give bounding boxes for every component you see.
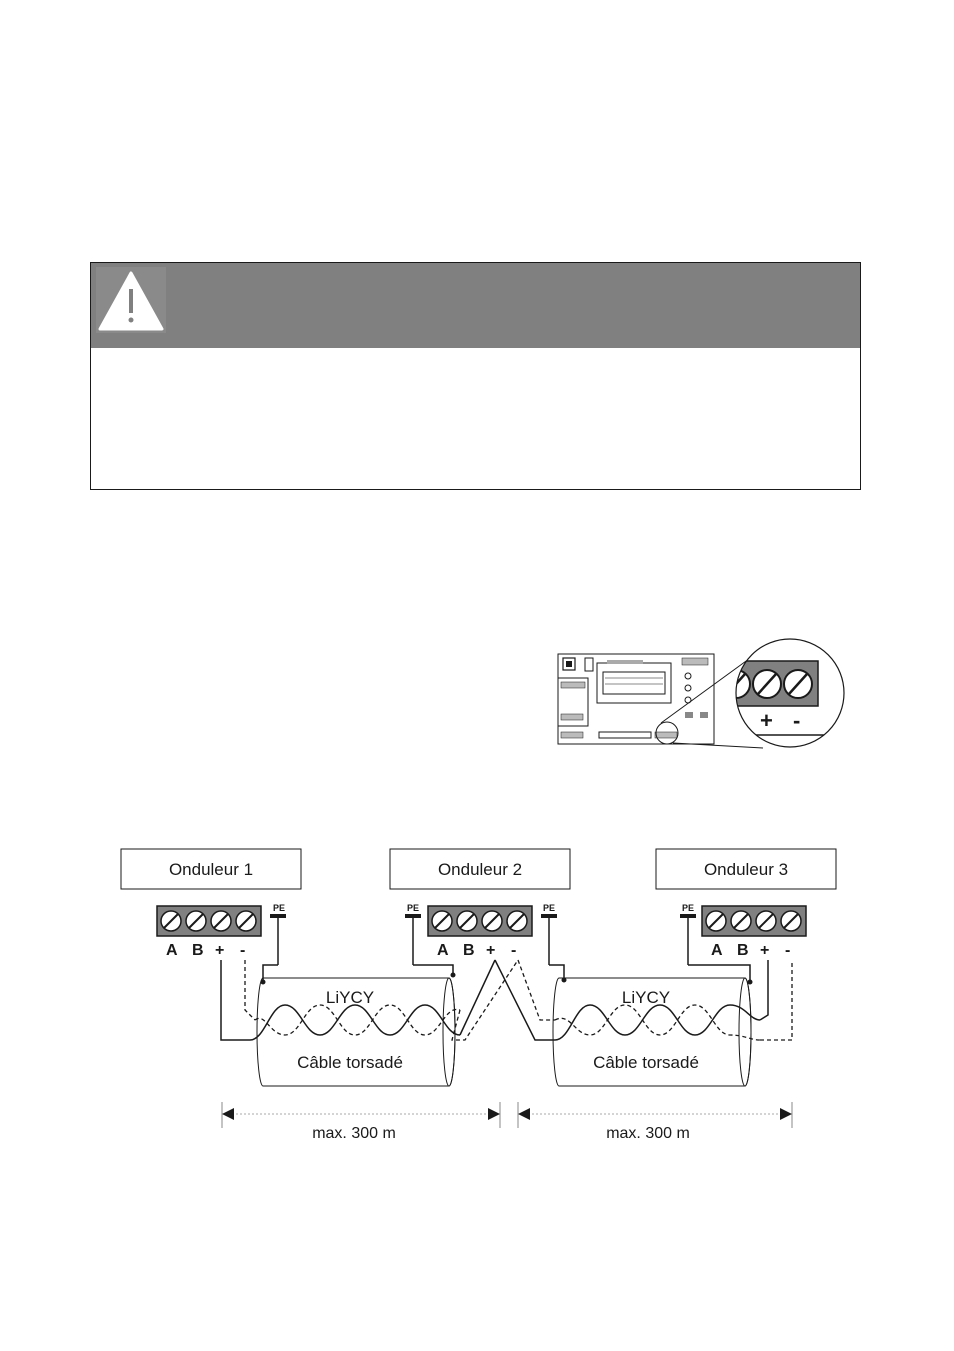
pe-terminal-2b: PE (541, 903, 557, 965)
inverter-box-2 (389, 848, 571, 890)
svg-text:B: B (192, 942, 204, 959)
terminal-block-2 (427, 905, 533, 937)
svg-text:-: - (785, 942, 790, 959)
svg-text:B: B (463, 942, 475, 959)
svg-text:+: + (486, 942, 495, 959)
svg-text:PE: PE (543, 903, 555, 913)
svg-text:max. 300 m: max. 300 m (606, 1125, 690, 1142)
svg-text:-: - (511, 942, 516, 959)
svg-text:PE: PE (407, 903, 419, 913)
svg-text:-: - (240, 942, 245, 959)
terminal-block-3 (701, 905, 807, 937)
zoom-plus-label: + (760, 708, 773, 733)
pe-terminal-3: PE (680, 903, 696, 965)
inverter-label-1: Onduleur 1 (169, 860, 253, 879)
terminal-letters-1: A B + - (166, 942, 245, 959)
inverter-label-3: Onduleur 3 (704, 860, 788, 879)
warning-header (91, 263, 860, 348)
zoom-minus-label: - (793, 708, 800, 733)
inverter-box-1 (120, 848, 302, 890)
inverter-label-2: Onduleur 2 (438, 860, 522, 879)
svg-text:+: + (760, 942, 769, 959)
svg-text:+: + (215, 942, 224, 959)
circuit-board-illustration: + - (557, 638, 845, 749)
cable-type-2: LiYCY (622, 988, 670, 1007)
svg-text:A: A (711, 942, 723, 959)
terminal-letters-2: A B + - (437, 942, 516, 959)
wiring-diagram: Onduleur 1 Onduleur 2 Onduleur 3 PE PE P… (120, 848, 837, 1142)
inverter-box-3 (655, 848, 837, 890)
svg-text:PE: PE (273, 903, 285, 913)
warning-triangle-icon (96, 267, 166, 333)
svg-text:A: A (166, 942, 178, 959)
svg-text:PE: PE (682, 903, 694, 913)
svg-text:A: A (437, 942, 449, 959)
dimension-line-2: max. 300 m (517, 1102, 793, 1142)
dimension-line-1: max. 300 m (221, 1102, 501, 1142)
svg-text:max. 300 m: max. 300 m (312, 1125, 396, 1142)
cable-description-1: Câble torsadé (297, 1053, 403, 1072)
terminal-block-1 (156, 905, 262, 937)
terminal-letters-3: A B + - (711, 942, 790, 959)
cable-description-2: Câble torsadé (593, 1053, 699, 1072)
warning-box (90, 262, 861, 490)
svg-text:B: B (737, 942, 749, 959)
pe-terminal-2: PE (405, 903, 421, 965)
pe-terminal-1: PE (270, 903, 286, 965)
cable-type-1: LiYCY (326, 988, 374, 1007)
